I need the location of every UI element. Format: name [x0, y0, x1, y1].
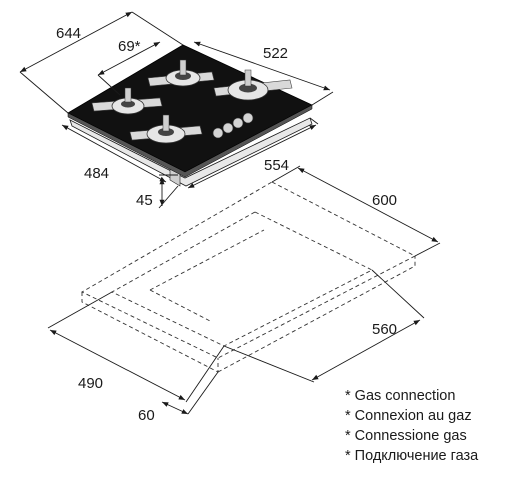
dim-490: 490: [78, 375, 103, 392]
burner-left: [111, 87, 145, 115]
dim-560: 560: [372, 321, 397, 338]
burner-rear-left: [165, 59, 201, 87]
legend-item-italian: * Connessione gas: [345, 428, 467, 444]
dim-69-angle: 69*: [118, 38, 141, 55]
dim-522: 522: [263, 45, 288, 62]
dim-600: 600: [372, 192, 397, 209]
knob-4: [242, 112, 254, 124]
knob-3: [232, 117, 244, 129]
legend-item-french: * Connexion au gaz: [345, 408, 472, 424]
gas-connection-legend: * Gas connection * Connexion au gaz * Co…: [345, 386, 478, 466]
dim-554: 554: [264, 157, 289, 174]
legend-item-russian: * Подключение газа: [345, 448, 479, 464]
dim-484: 484: [84, 165, 109, 182]
dim-60: 60: [138, 407, 155, 424]
dim-644: 644: [56, 25, 81, 42]
legend-item-english: * Gas connection: [345, 388, 456, 404]
knob-1: [212, 127, 224, 139]
worktop-outline: [81, 181, 416, 373]
dim-45: 45: [136, 192, 153, 209]
knob-2: [222, 122, 234, 134]
